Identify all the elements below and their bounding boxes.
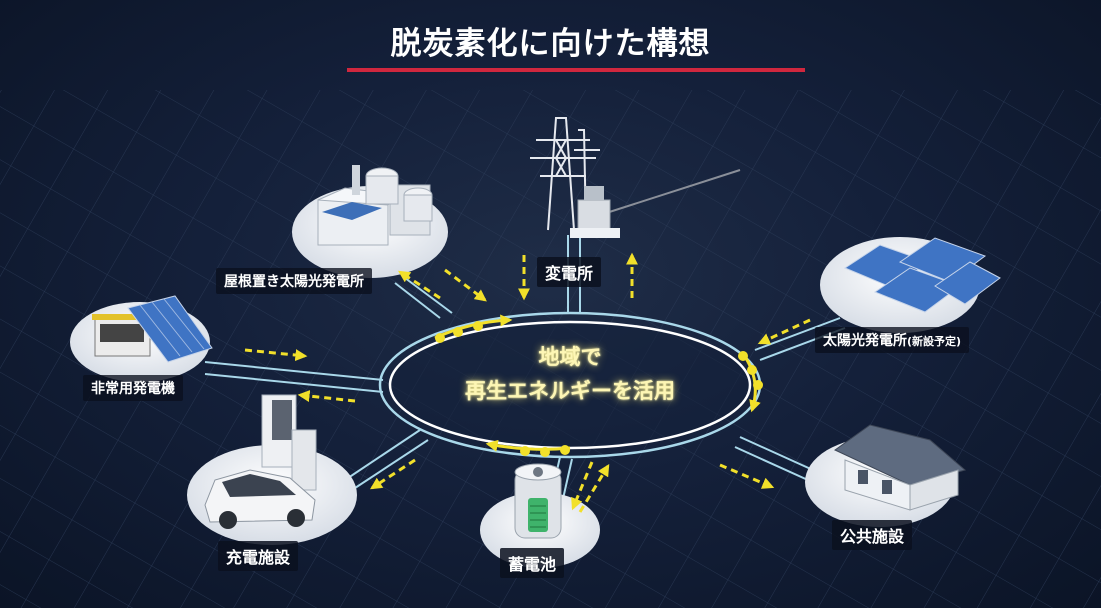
label-solar-plant-note: (新設予定) <box>907 335 962 348</box>
arrow-rooftop-out <box>397 270 441 300</box>
power-wire <box>599 169 741 216</box>
label-solar-plant: 太陽光発電所(新設予定) <box>815 327 970 353</box>
label-public-facility: 公共施設 <box>832 520 913 550</box>
label-solar-plant-name: 太陽光発電所 <box>823 333 907 349</box>
flow-arrows <box>244 252 811 513</box>
title-underline <box>347 68 805 72</box>
arrow-solar-in <box>757 318 811 345</box>
center-label: 地域で 再生エネルギーを活用 <box>440 340 700 408</box>
solar-panel-icon <box>843 237 1001 313</box>
label-substation: 変電所 <box>537 257 602 287</box>
spoke-solar <box>754 317 841 351</box>
spoke-charging <box>344 429 421 481</box>
label-storage-battery: 蓄電池 <box>500 548 565 578</box>
arrow-battery-in <box>571 461 594 511</box>
battery-icon <box>514 463 562 539</box>
transformer-icon <box>570 186 620 238</box>
arrow-battery-out <box>578 463 610 513</box>
page-title: 脱炭素化に向けた構想 <box>390 26 711 62</box>
label-charging-facility: 充電施設 <box>218 541 299 571</box>
substation-pylon-icon <box>530 117 600 231</box>
arrow-charging-out <box>369 458 416 490</box>
car-icon <box>204 469 316 529</box>
charging-station-icon <box>261 394 317 491</box>
center-label-line2: 再生エネルギーを活用 <box>465 379 675 403</box>
arrow-generator-in <box>244 348 308 362</box>
ring-flow <box>434 314 763 457</box>
arrow-generator-out <box>297 390 356 403</box>
label-rooftop-solar: 屋根置き太陽光発電所 <box>216 268 372 294</box>
house-icon <box>834 424 967 511</box>
center-label-line1: 地域で <box>538 345 602 369</box>
arrow-public-out <box>719 463 775 489</box>
generator-icon <box>92 295 213 363</box>
factory-icon <box>317 165 433 246</box>
arrow-rooftop-in <box>444 268 487 302</box>
spoke-rooftop <box>394 282 441 319</box>
spoke-generator <box>204 361 384 381</box>
label-emergency-generator: 非常用発電機 <box>83 375 183 401</box>
